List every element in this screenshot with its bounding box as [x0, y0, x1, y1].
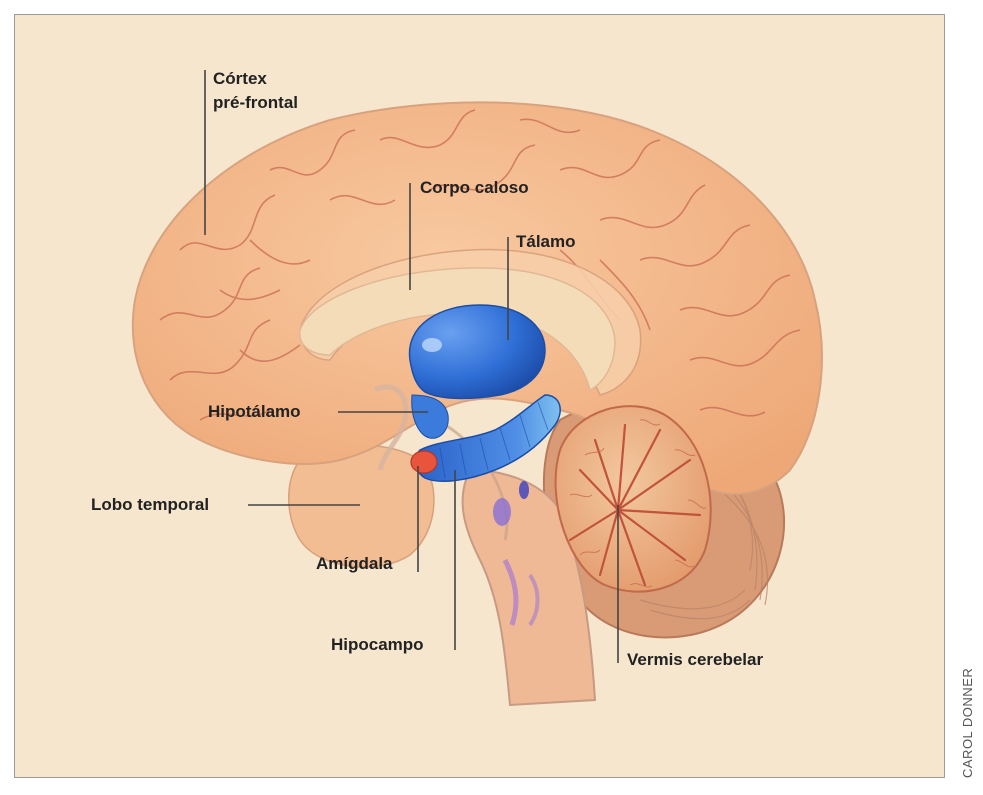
amygdala [410, 450, 438, 474]
label-lobo-temporal: Lobo temporal [91, 495, 210, 514]
label-talamo: Tálamo [516, 232, 576, 251]
label-hipotalamo: Hipotálamo [208, 402, 301, 421]
corpus-callosum [299, 267, 616, 392]
thalamus [408, 304, 546, 400]
artist-credit: CAROL DONNER [960, 667, 975, 778]
label-amigdala: Amígdala [316, 554, 393, 573]
hypothalamus [411, 394, 449, 439]
label-corpo-caloso: Corpo caloso [420, 178, 529, 197]
temporal-lobe [288, 444, 435, 568]
label-hipocampo: Hipocampo [331, 635, 424, 654]
label-cortex-prefrontal-line2: pré-frontal [213, 93, 298, 112]
hippocampus [414, 394, 561, 483]
label-cortex-prefrontal-line1: Córtex [213, 69, 267, 88]
label-vermis-cerebelar: Vermis cerebelar [627, 650, 764, 669]
brainstem [461, 468, 597, 707]
